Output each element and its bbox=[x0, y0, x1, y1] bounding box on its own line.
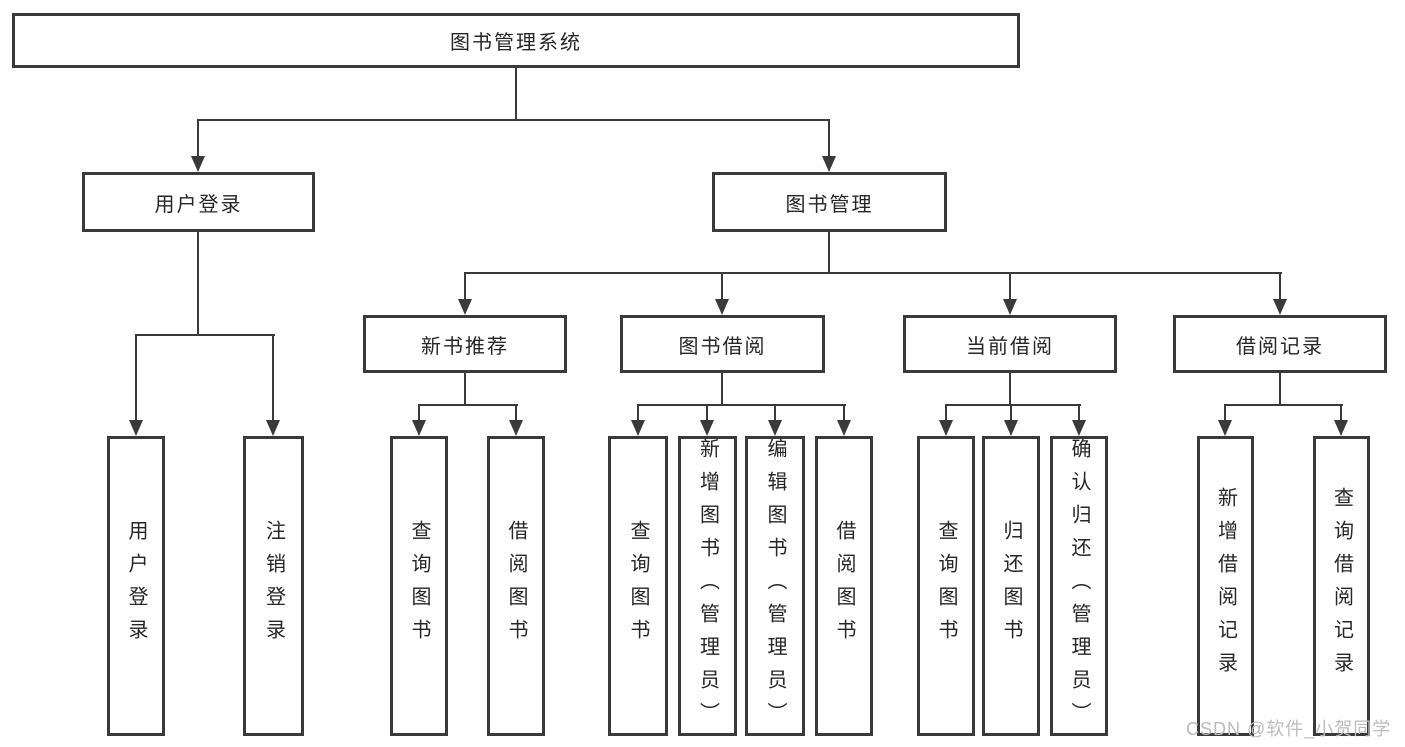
connector-line bbox=[464, 272, 466, 301]
arrow-down-icon bbox=[631, 420, 645, 436]
leaf-query-books-borrowing-label: 查询图书 bbox=[627, 520, 649, 652]
connector-line bbox=[774, 404, 776, 422]
arrow-down-icon bbox=[1334, 420, 1348, 436]
arrow-down-icon bbox=[1072, 420, 1086, 436]
connector-line bbox=[515, 68, 517, 121]
leaf-add-book-admin-label: 新增图书（管理员） bbox=[696, 437, 719, 735]
leaf-add-borrow-record: 新增借阅记录 bbox=[1197, 436, 1254, 736]
arrow-down-icon bbox=[715, 299, 729, 315]
leaf-borrow-books-borrowing: 借阅图书 bbox=[815, 436, 873, 736]
leaf-query-books-current: 查询图书 bbox=[917, 436, 975, 736]
arrow-down-icon bbox=[129, 420, 143, 436]
leaf-borrow-books-borrowing-label: 借阅图书 bbox=[833, 520, 855, 652]
arrow-down-icon bbox=[191, 156, 205, 172]
connector-line bbox=[945, 404, 1081, 406]
node-book-borrowing: 图书借阅 bbox=[620, 315, 825, 373]
arrow-down-icon bbox=[412, 420, 426, 436]
leaf-borrow-books-recommend-label: 借阅图书 bbox=[505, 520, 527, 652]
connector-line bbox=[272, 334, 274, 421]
leaf-query-books-recommend-label: 查询图书 bbox=[408, 520, 430, 652]
arrow-down-icon bbox=[266, 420, 280, 436]
connector-line bbox=[828, 232, 830, 274]
connector-line bbox=[828, 119, 830, 158]
connector-line bbox=[843, 404, 845, 422]
connector-line bbox=[721, 373, 723, 406]
leaf-add-borrow-record-label: 新增借阅记录 bbox=[1214, 487, 1237, 685]
arrow-down-icon bbox=[700, 420, 714, 436]
connector-line bbox=[1340, 404, 1342, 422]
leaf-query-borrow-record: 查询借阅记录 bbox=[1313, 436, 1370, 736]
leaf-query-books-borrowing: 查询图书 bbox=[608, 436, 668, 736]
arrow-down-icon bbox=[458, 299, 472, 315]
leaf-query-books-recommend: 查询图书 bbox=[390, 436, 448, 736]
leaf-return-books: 归还图书 bbox=[982, 436, 1040, 736]
arrow-down-icon bbox=[822, 156, 836, 172]
node-current-borrowing: 当前借阅 bbox=[903, 315, 1117, 373]
leaf-edit-book-admin-label: 编辑图书（管理员） bbox=[764, 437, 786, 735]
connector-line bbox=[945, 404, 947, 422]
connector-line bbox=[1009, 272, 1011, 301]
connector-line bbox=[721, 272, 723, 301]
leaf-query-borrow-record-label: 查询借阅记录 bbox=[1330, 487, 1353, 685]
arrow-down-icon bbox=[509, 420, 523, 436]
connector-line bbox=[464, 272, 1282, 274]
leaf-add-book-admin: 新增图书（管理员） bbox=[678, 436, 737, 736]
arrow-down-icon bbox=[1003, 299, 1017, 315]
connector-line bbox=[1279, 373, 1281, 406]
connector-line bbox=[1279, 272, 1281, 301]
arrow-down-icon bbox=[768, 420, 782, 436]
connector-line bbox=[197, 119, 830, 121]
leaf-edit-book-admin: 编辑图书（管理员） bbox=[745, 436, 805, 736]
leaf-user-login-label: 用户登录 bbox=[125, 520, 147, 652]
arrow-down-icon bbox=[1273, 299, 1287, 315]
connector-line bbox=[464, 373, 466, 406]
connector-line bbox=[515, 404, 517, 422]
watermark: CSDN @软件_小贺同学 bbox=[1186, 719, 1392, 739]
connector-line bbox=[418, 404, 518, 406]
connector-line bbox=[1078, 404, 1080, 422]
connector-line bbox=[1224, 404, 1226, 422]
node-borrowing-records: 借阅记录 bbox=[1173, 315, 1387, 373]
node-user-login: 用户登录 bbox=[82, 172, 315, 232]
leaf-query-books-current-label: 查询图书 bbox=[935, 520, 957, 652]
arrow-down-icon bbox=[837, 420, 851, 436]
arrow-down-icon bbox=[939, 420, 953, 436]
connector-line bbox=[1009, 373, 1011, 406]
connector-line bbox=[706, 404, 708, 422]
leaf-confirm-return-admin: 确认归还（管理员） bbox=[1050, 436, 1108, 736]
leaf-return-books-label: 归还图书 bbox=[1000, 520, 1022, 652]
node-book-management: 图书管理 bbox=[712, 172, 947, 232]
connector-line bbox=[135, 334, 137, 421]
connector-line bbox=[135, 334, 275, 336]
connector-line bbox=[197, 119, 199, 158]
leaf-user-login: 用户登录 bbox=[107, 436, 165, 736]
arrow-down-icon bbox=[1004, 420, 1018, 436]
connector-line bbox=[197, 232, 199, 336]
connector-line bbox=[418, 404, 420, 422]
leaf-borrow-books-recommend: 借阅图书 bbox=[487, 436, 545, 736]
connector-line bbox=[1224, 404, 1343, 406]
connector-line bbox=[637, 404, 846, 406]
leaf-logout-label: 注销登录 bbox=[262, 520, 285, 652]
leaf-logout: 注销登录 bbox=[243, 436, 304, 736]
leaf-confirm-return-admin-label: 确认归还（管理员） bbox=[1068, 437, 1090, 735]
node-new-book-recommendation: 新书推荐 bbox=[363, 315, 567, 373]
arrow-down-icon bbox=[1218, 420, 1232, 436]
connector-line bbox=[637, 404, 639, 422]
connector-line bbox=[1010, 404, 1012, 422]
node-library-management-system: 图书管理系统 bbox=[12, 13, 1020, 68]
